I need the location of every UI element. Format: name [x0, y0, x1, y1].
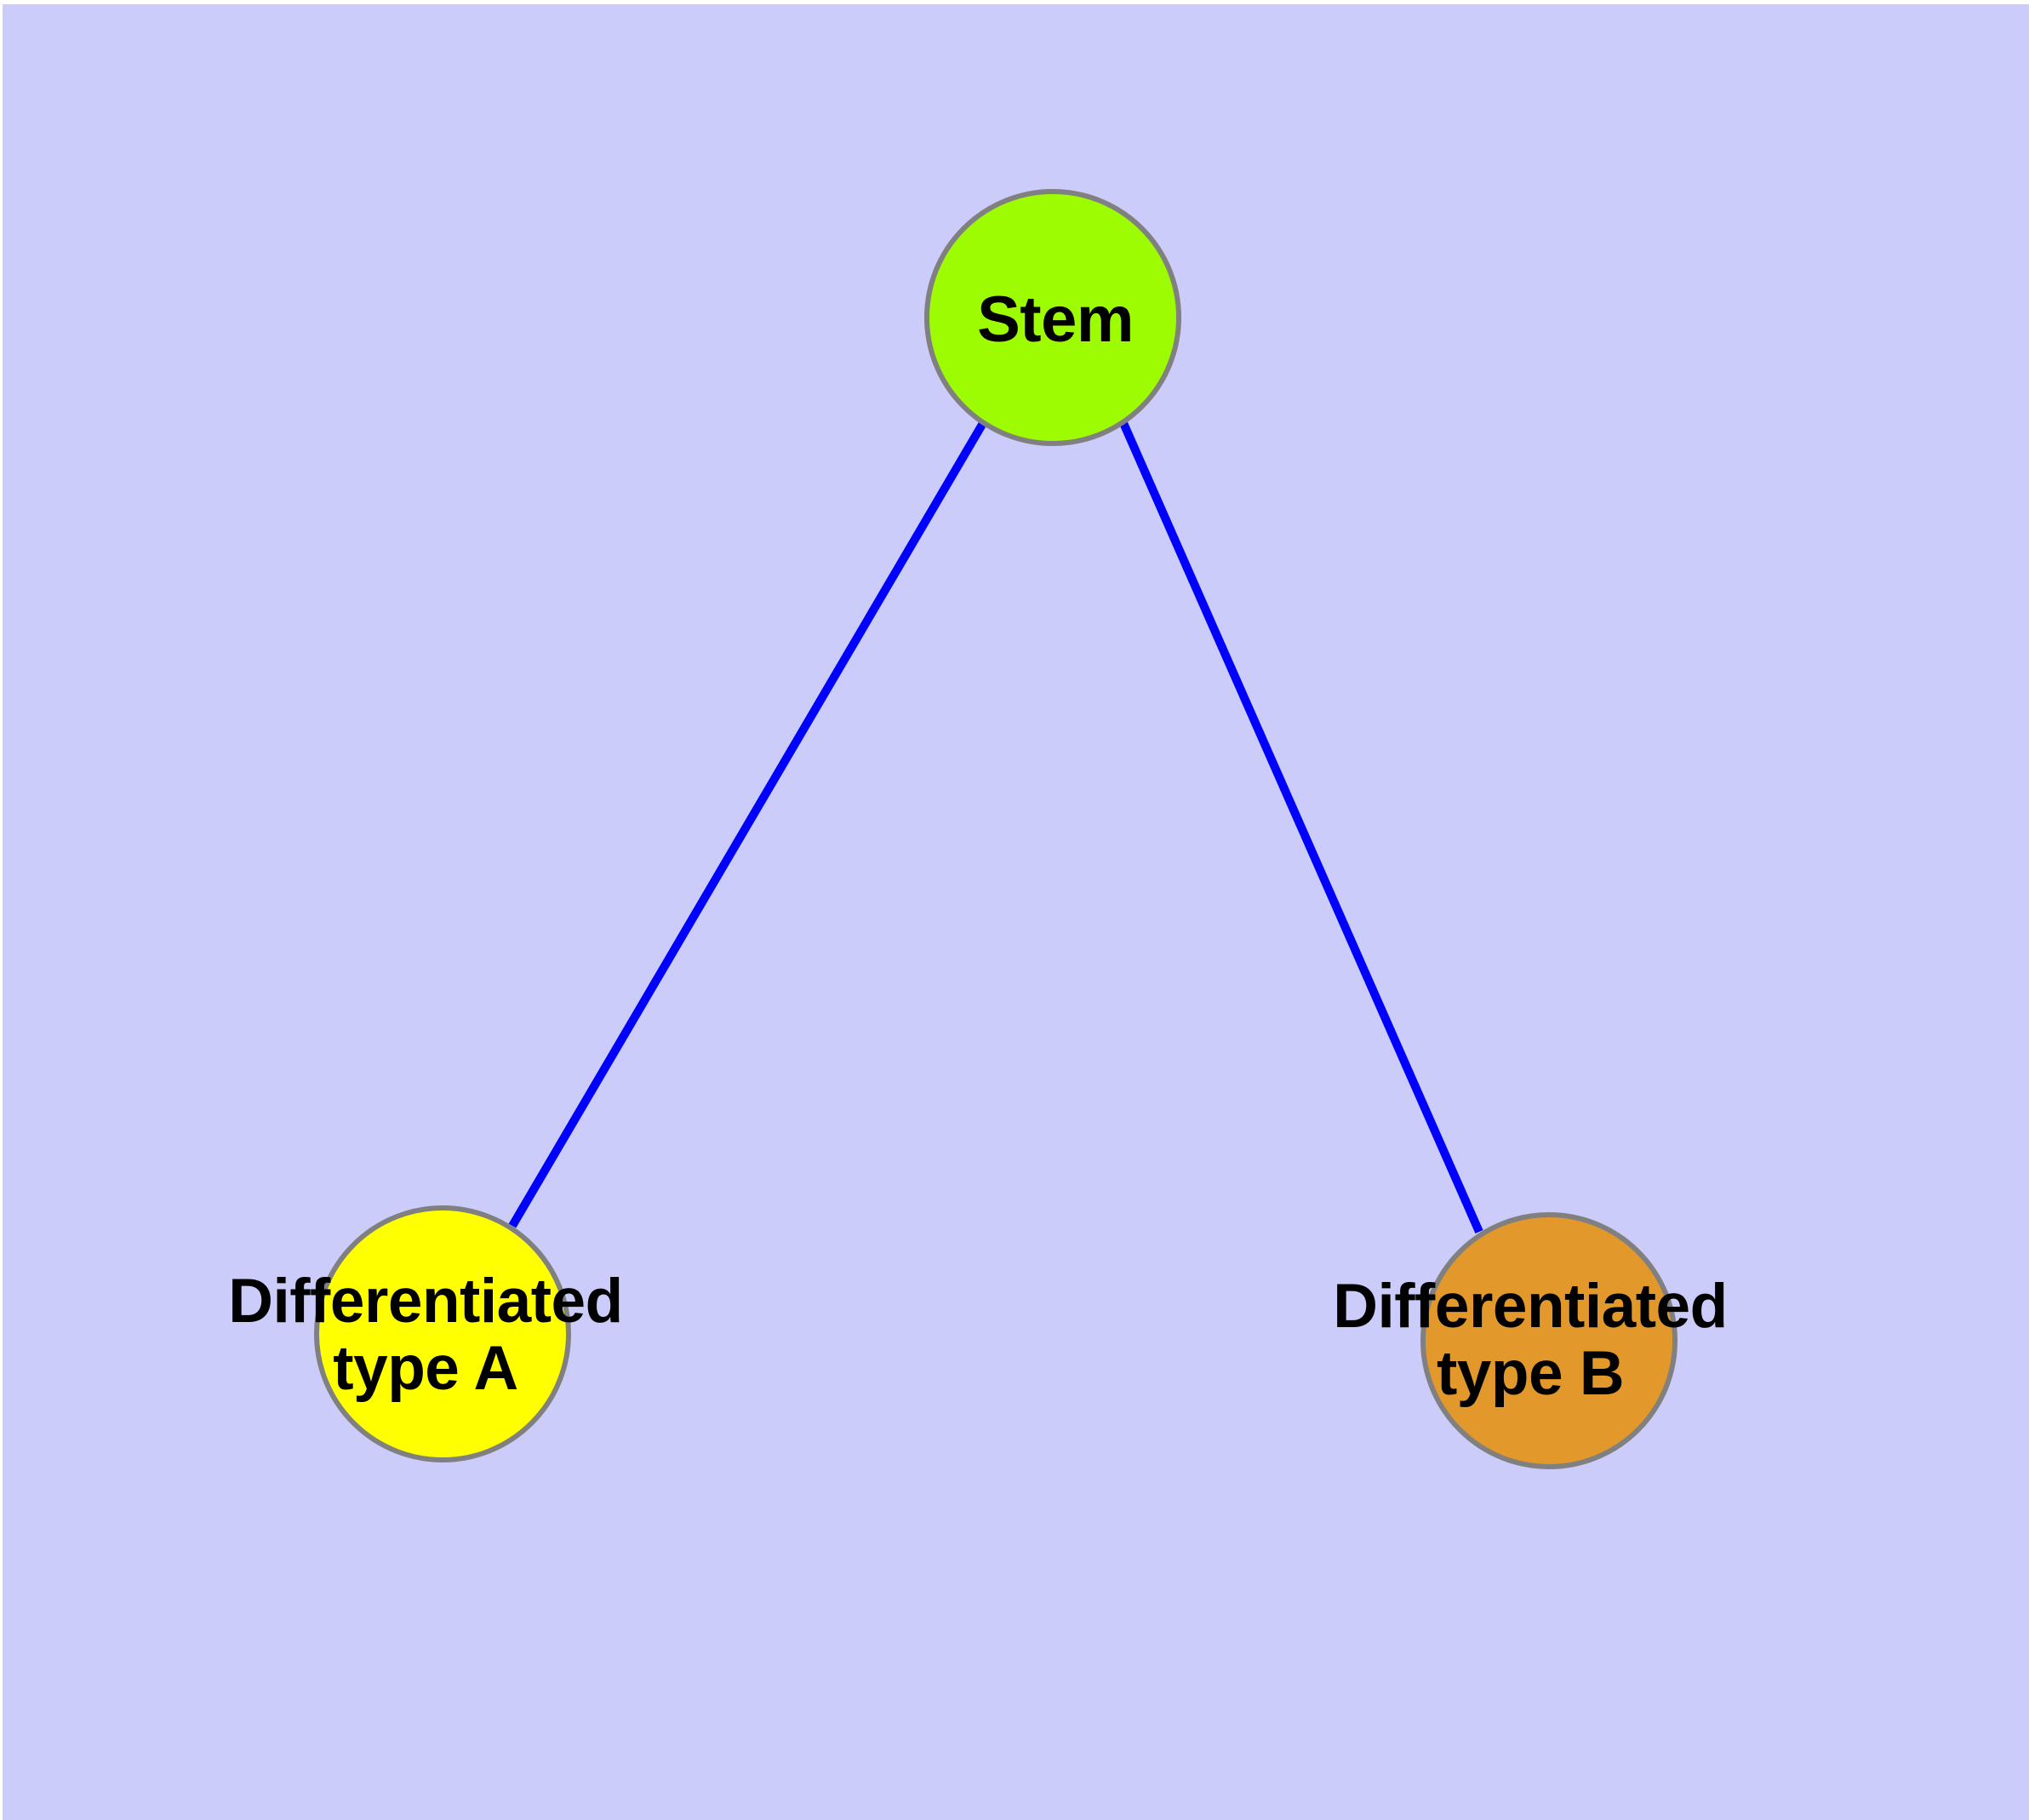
node-label-b-line2: type B — [1436, 1338, 1625, 1408]
edge-stem-to-differentiated-type-b — [1119, 421, 1483, 1234]
node-label-stem-line1: Stem — [977, 283, 1134, 356]
node-differentiated-type-a[interactable] — [314, 1205, 571, 1462]
edge-stem-to-differentiated-type-a — [508, 421, 987, 1228]
node-label-a-line2: type A — [333, 1333, 518, 1403]
node-stem[interactable] — [924, 189, 1181, 446]
node-label-stem: Stem — [715, 283, 1396, 356]
node-label-a-line1: Differentiated — [228, 1267, 623, 1336]
node-label-b-line1: Differentiated — [1333, 1272, 1728, 1341]
node-differentiated-type-b[interactable] — [1420, 1212, 1677, 1469]
